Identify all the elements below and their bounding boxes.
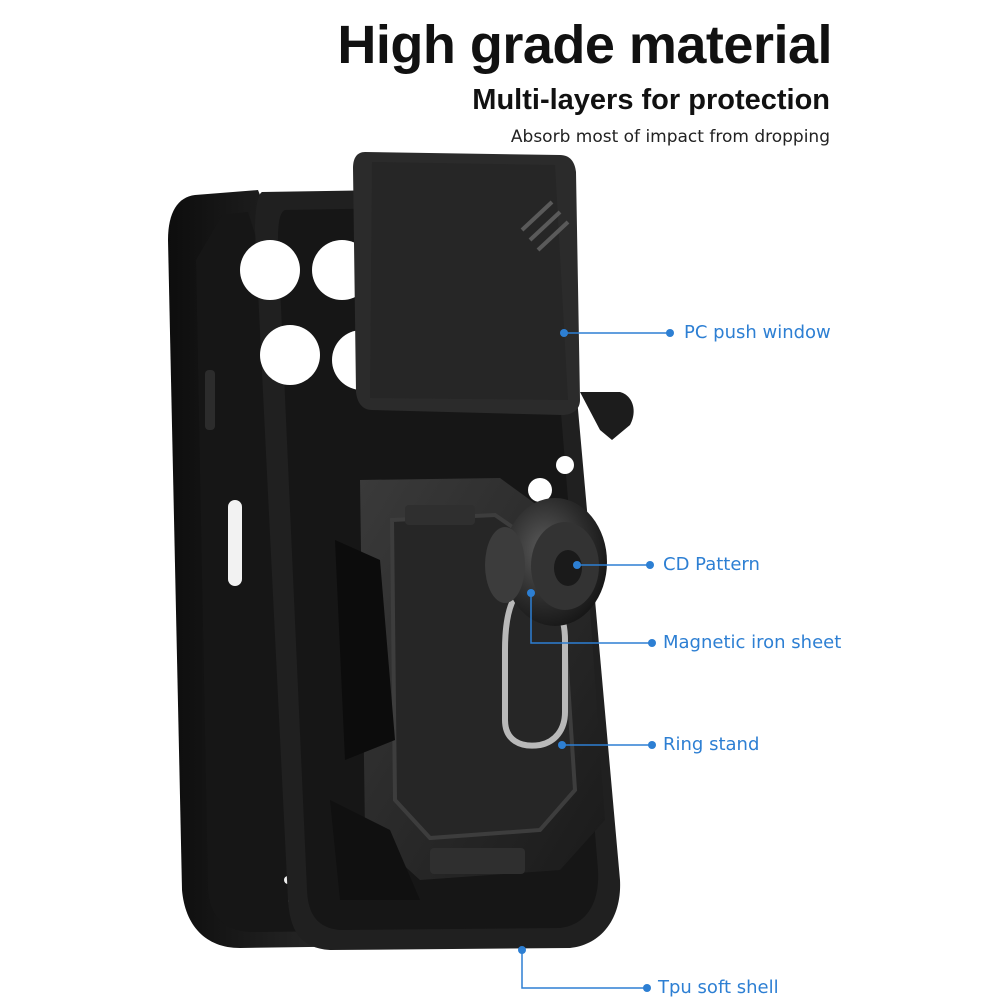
callout-dot: [643, 984, 651, 992]
camera-hole: [260, 325, 320, 385]
side-button: [205, 370, 215, 430]
callout-dot: [646, 561, 654, 569]
caption: Absorb most of impact from dropping: [510, 127, 830, 147]
callout-dot: [558, 741, 566, 749]
camera-hole: [240, 240, 300, 300]
subheadline: Multi-layers for protection: [472, 84, 830, 116]
callout-dot: [648, 741, 656, 749]
callout-pc-push-window: PC push window: [684, 322, 831, 343]
side-opening: [228, 500, 242, 586]
callout-magnetic-iron-sheet: Magnetic iron sheet: [663, 632, 842, 653]
callout-dot: [527, 589, 535, 597]
callout-dot: [560, 329, 568, 337]
callout-dot: [666, 329, 674, 337]
callout-cd-pattern: CD Pattern: [663, 554, 760, 575]
callout-dot: [573, 561, 581, 569]
headline: High grade material: [337, 15, 832, 75]
callout-dot: [648, 639, 656, 647]
callout-ring-stand: Ring stand: [663, 734, 760, 755]
callout-dot: [518, 946, 526, 954]
magnetic-iron-sheet: [485, 527, 525, 603]
callout-tpu-soft-shell: Tpu soft shell: [658, 977, 779, 998]
